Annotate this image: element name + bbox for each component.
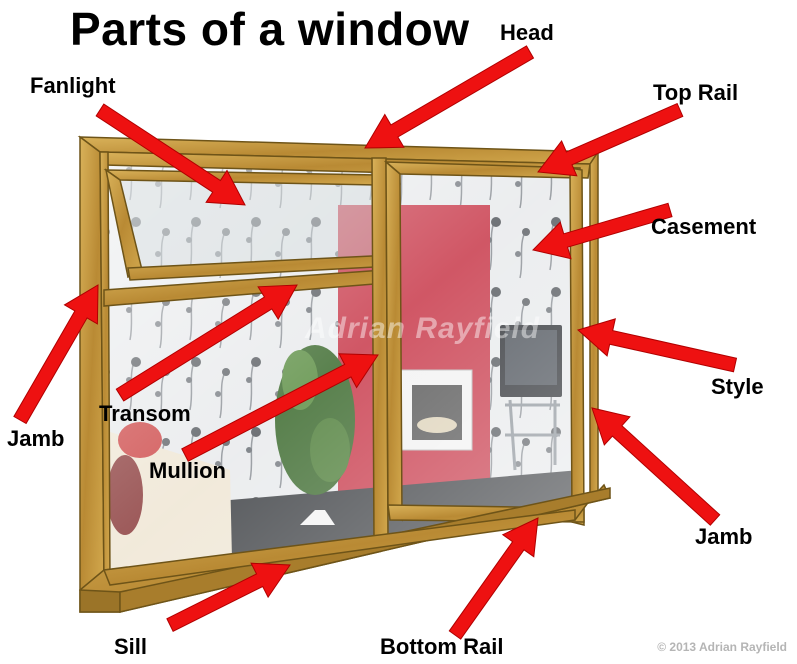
copyright-notice: © 2013 Adrian Rayfield (657, 640, 787, 654)
label-casement: Casement (651, 214, 757, 239)
arrow-style (576, 318, 738, 373)
arrow-sill (166, 562, 291, 632)
arrow-jamb-right (591, 407, 721, 526)
watermark: Adrian Rayfield (305, 312, 541, 345)
label-head: Head (500, 20, 554, 45)
page-title: Parts of a window (70, 3, 470, 55)
arrow-head (364, 45, 535, 149)
casement-style (569, 167, 585, 526)
arrow-top-rail (537, 102, 684, 177)
label-fanlight: Fanlight (30, 73, 116, 98)
window-frame (77, 135, 612, 613)
arrow-bottom-rail (448, 517, 539, 640)
fanlight-glass (108, 172, 380, 272)
label-bottom-rail: Bottom Rail (380, 634, 504, 659)
arrow-layer (13, 45, 738, 640)
label-sill: Sill (114, 634, 148, 659)
glass-sheen (104, 160, 580, 570)
label-style: Style (711, 374, 764, 399)
arrow-casement (532, 202, 673, 260)
arrow-fanlight (95, 103, 246, 206)
arrow-transom (115, 284, 298, 402)
label-top-rail: Top Rail (653, 80, 739, 105)
label-jamb-right: Jamb (695, 524, 753, 549)
label-mullion: Mullion (149, 458, 226, 483)
label-jamb-left: Jamb (7, 426, 65, 451)
arrow-jamb-left (13, 284, 99, 425)
label-transom: Transom (99, 401, 191, 426)
arrow-mullion (181, 353, 379, 462)
